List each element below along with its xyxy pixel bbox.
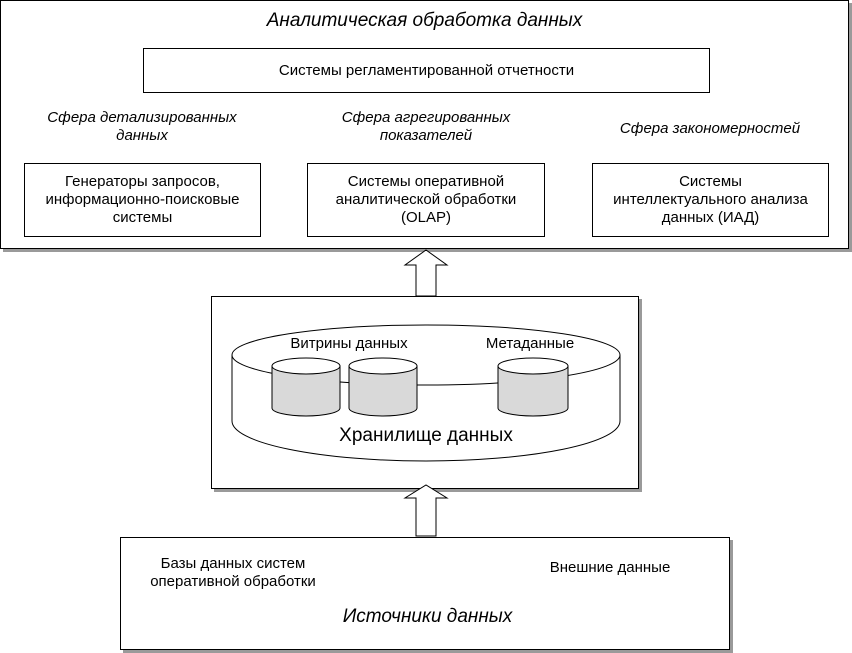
reporting-systems-box: Системы регламентированной отчетности [143,48,710,93]
external-data-label: Внешние данные [549,559,671,576]
data-mart-1-icon [271,357,341,417]
sources-frame [120,537,730,650]
warehouse-title: Хранилище данных [339,425,513,446]
sources-title: Источники данных [342,606,513,627]
query-generators-box: Генераторы запросов, информационно-поиск… [24,163,261,237]
oltp-databases-label: Базы данных систем оперативной обработки [150,555,316,590]
sphere-aggregated-label: Сфера агрегированных показателей [341,109,511,144]
metadata-label: Метаданные [485,335,575,352]
arrow-up-lower-icon [403,484,449,537]
data-mining-box: Системы интеллектуального анализа данных… [592,163,829,237]
analytics-title: Аналитическая обработка данных [266,10,583,31]
data-mart-2-icon [348,357,418,417]
data-marts-label: Витрины данных [290,335,408,352]
sphere-detailed-label: Сфера детализированных данных [47,109,237,144]
olap-box: Системы оперативной аналитической обрабо… [307,163,545,237]
metadata-icon [497,357,569,417]
sphere-patterns-label: Сфера закономерностей [619,120,801,137]
arrow-up-upper-icon [403,249,449,297]
